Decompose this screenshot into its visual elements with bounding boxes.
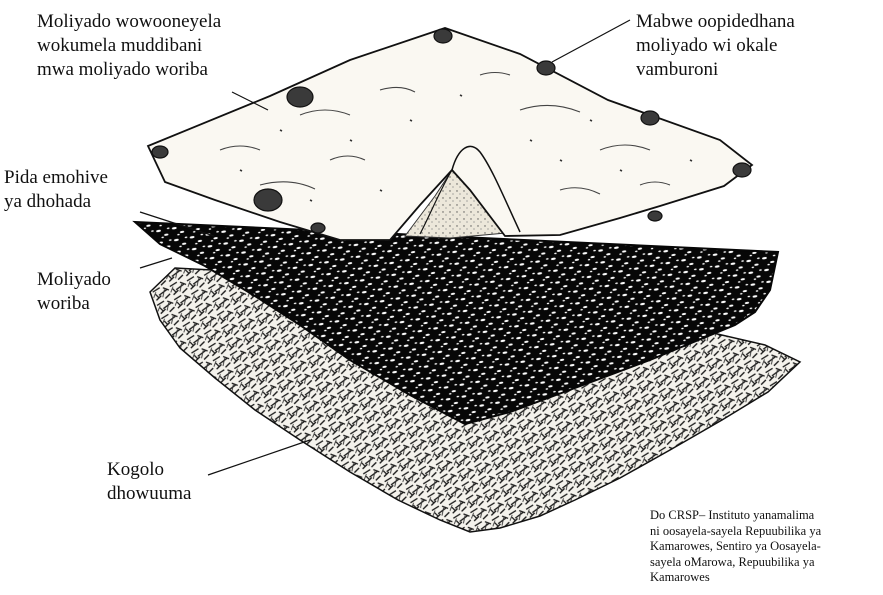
label-black-liner-line: Moliyado xyxy=(37,268,111,292)
source-credit-line: Kamarowes, Sentiro ya Oosayela- xyxy=(650,539,821,555)
source-credit-line: Kamarowes xyxy=(650,570,821,586)
label-black-liner: Moliyado woriba xyxy=(37,268,111,316)
source-credit-line: ni oosayela-sayela Repuubilika ya xyxy=(650,524,821,540)
label-weight-stones-line: moliyado wi okale xyxy=(636,34,795,58)
label-sand-layer-line: ya dhohada xyxy=(4,190,108,214)
source-credit-line: sayela oMarowa, Repuubilika ya xyxy=(650,555,821,571)
label-weight-stones-line: Mabwe oopidedhana xyxy=(636,10,795,34)
label-weight-stones: Mabwe oopidedhana moliyado wi okale vamb… xyxy=(636,10,795,82)
label-top-cover-line: Moliyado wowooneyela xyxy=(37,10,221,34)
label-top-cover-line: wokumela muddibani xyxy=(37,34,221,58)
label-base-straw: Kogolo dhowuuma xyxy=(107,458,191,506)
label-sand-layer: Pida emohive ya dhohada xyxy=(4,166,108,214)
label-base-straw-line: dhowuuma xyxy=(107,482,191,506)
label-black-liner-line: woriba xyxy=(37,292,111,316)
label-weight-stones-line: vamburoni xyxy=(636,58,795,82)
label-sand-layer-line: Pida emohive xyxy=(4,166,108,190)
label-top-cover-line: mwa moliyado woriba xyxy=(37,58,221,82)
label-base-straw-line: Kogolo xyxy=(107,458,191,482)
source-credit-line: Do CRSP– Instituto yanamalima xyxy=(650,508,821,524)
source-credit: Do CRSP– Instituto yanamalima ni oosayel… xyxy=(650,508,821,586)
label-top-cover: Moliyado wowooneyela wokumela muddibani … xyxy=(37,10,221,82)
